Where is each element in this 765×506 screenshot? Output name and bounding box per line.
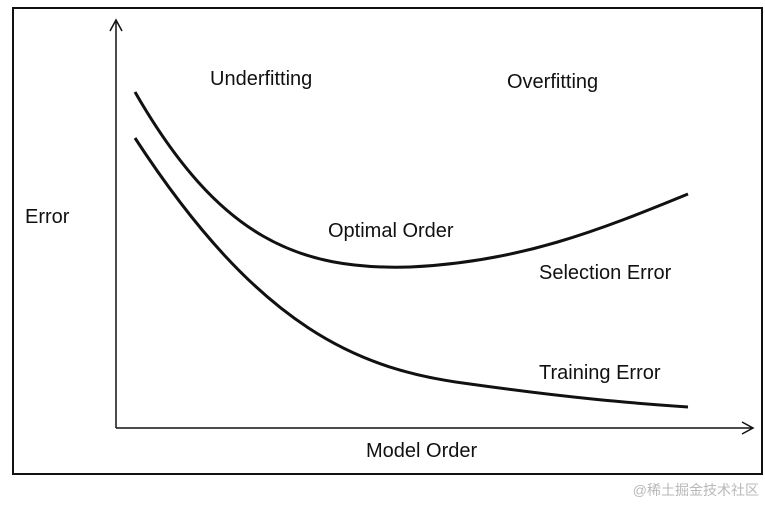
y-axis-arrow (109, 18, 123, 32)
training-error-label: Training Error (539, 362, 661, 384)
diagram-frame (12, 7, 763, 475)
watermark: @稀土掘金技术社区 (632, 482, 759, 498)
selection-error-curve (133, 91, 689, 269)
optimal-order-label: Optimal Order (328, 220, 454, 242)
overfitting-label: Overfitting (507, 71, 599, 93)
x-axis-arrow (741, 421, 755, 435)
y-axis-label: Error (25, 206, 70, 228)
underfitting-label: Underfitting (210, 68, 313, 90)
selection-error-label: Selection Error (539, 262, 672, 284)
x-axis-label: Model Order (366, 440, 478, 462)
training-error-curve (133, 137, 689, 409)
